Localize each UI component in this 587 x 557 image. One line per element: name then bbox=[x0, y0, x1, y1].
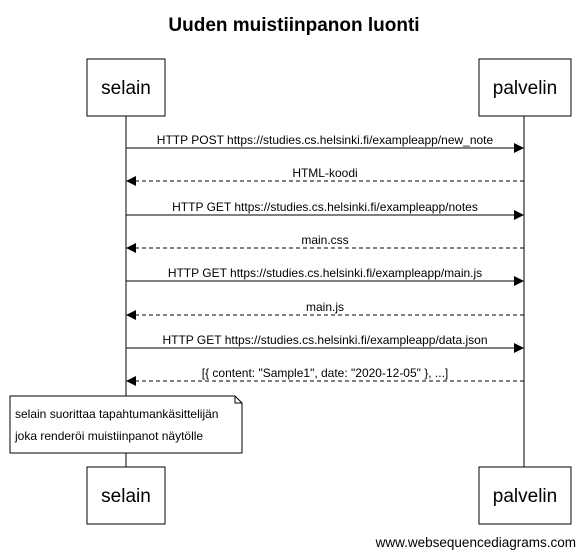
note: selain suorittaa tapahtumankäsittelijän … bbox=[9, 395, 243, 454]
message-6: main.js bbox=[126, 300, 524, 320]
message-label: HTML-koodi bbox=[292, 166, 357, 180]
message-3: HTTP GET https://studies.cs.helsinki.fi/… bbox=[126, 200, 524, 220]
message-label: HTTP GET https://studies.cs.helsinki.fi/… bbox=[172, 200, 478, 214]
message-label: HTTP GET https://studies.cs.helsinki.fi/… bbox=[168, 266, 482, 280]
message-8: [{ content: "Sample1", date: "2020-12-05… bbox=[126, 366, 524, 386]
browser-actor-label: selain bbox=[101, 78, 151, 99]
message-label: [{ content: "Sample1", date: "2020-12-05… bbox=[202, 366, 449, 380]
watermark-text: www.websequencediagrams.com bbox=[375, 535, 576, 550]
message-7: HTTP GET https://studies.cs.helsinki.fi/… bbox=[126, 333, 524, 353]
message-label: main.js bbox=[306, 300, 344, 314]
browser-actor-bottom-label: selain bbox=[101, 486, 151, 507]
diagram-title: Uuden muistiinpanon luonti bbox=[168, 15, 419, 36]
message-label: HTTP POST https://studies.cs.helsinki.fi… bbox=[157, 133, 494, 147]
message-label: main.css bbox=[301, 233, 348, 247]
message-1: HTTP POST https://studies.cs.helsinki.fi… bbox=[126, 133, 524, 153]
message-4: main.css bbox=[126, 233, 524, 253]
server-actor-bottom-label: palvelin bbox=[493, 486, 557, 507]
note-line-2: joka renderöi muistiinpanot näytölle bbox=[14, 429, 203, 443]
server-actor-bottom: palvelin bbox=[478, 466, 572, 525]
server-actor-label: palvelin bbox=[493, 78, 557, 99]
message-5: HTTP GET https://studies.cs.helsinki.fi/… bbox=[126, 266, 524, 286]
note-line-1: selain suorittaa tapahtumankäsittelijän bbox=[15, 407, 218, 421]
message-label: HTTP GET https://studies.cs.helsinki.fi/… bbox=[162, 333, 487, 347]
browser-actor-bottom: selain bbox=[86, 466, 166, 525]
browser-actor-top: selain bbox=[86, 58, 166, 117]
message-list: HTTP POST https://studies.cs.helsinki.fi… bbox=[126, 133, 524, 386]
server-actor-top: palvelin bbox=[478, 58, 572, 117]
message-2: HTML-koodi bbox=[126, 166, 524, 186]
